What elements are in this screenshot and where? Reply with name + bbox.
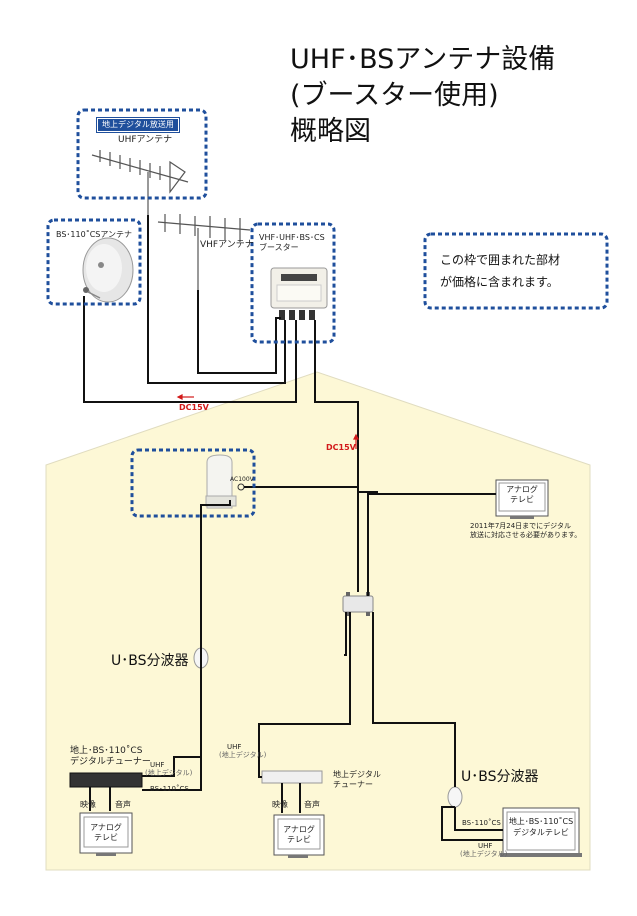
tv-left-label-1: アナログ xyxy=(90,823,122,832)
tv-top-right-label-1: アナログ xyxy=(506,485,538,494)
video-mid-label: 映像 xyxy=(272,800,288,809)
tv-left-label-2: テレビ xyxy=(94,833,118,842)
splitter-left-label: U･BS分波器 xyxy=(111,653,189,669)
digital-broadcast-tag: 地上デジタル放送用 xyxy=(96,117,180,133)
note-line-1: この枠で囲まれた部材 xyxy=(440,253,561,267)
title-line-3: 概略図 xyxy=(290,116,371,147)
ac100v-label: AC100V xyxy=(230,476,254,483)
note-line-2: が価格に含まれます。 xyxy=(440,275,559,289)
tv-top-right-label-2: テレビ xyxy=(510,495,534,504)
audio-mid-label: 音声 xyxy=(304,800,320,809)
uhf-right-label: UHF xyxy=(478,842,493,850)
tuner-mid-label-1: 地上デジタル xyxy=(333,770,381,779)
tv-mid-icon xyxy=(273,814,325,858)
separator-right-icon xyxy=(447,786,463,808)
tv-right-label-2: デジタルテレビ xyxy=(513,828,569,837)
uhf-antenna-icon xyxy=(91,150,189,215)
bs-antenna-label: BS･110˚CSアンテナ xyxy=(56,230,133,239)
dc15v-label-outside: DC15V xyxy=(179,403,209,412)
tuner-left-icon xyxy=(69,772,143,788)
booster-icon xyxy=(270,267,328,320)
audio-left-label: 音声 xyxy=(115,800,131,809)
vhf-antenna-label: VHFアンテナ xyxy=(200,240,254,250)
uhf-left-sub-label: (地上デジタル) xyxy=(145,769,193,777)
tv-mid-label-2: テレビ xyxy=(287,835,311,844)
video-left-label: 映像 xyxy=(80,800,96,809)
uhf-right-sub-label: (地上デジタル) xyxy=(460,850,508,858)
booster-label-line-1: VHF･UHF･BS･CS xyxy=(259,233,325,242)
cables xyxy=(83,215,503,841)
title-line-2: (ブースター使用) xyxy=(290,80,499,111)
tuner-left-label-1: 地上･BS･110˚CS xyxy=(70,746,143,756)
tv-top-right-icon xyxy=(495,479,549,519)
tv-left-icon xyxy=(79,812,133,856)
bscs-left-label: BS･110˚CS xyxy=(150,785,189,793)
title-line-1: UHF･BSアンテナ設備 xyxy=(290,44,556,75)
bs-dish-icon xyxy=(82,237,134,303)
tuner-left-label-2: デジタルチューナー xyxy=(70,757,151,767)
bscs-right-label: BS･110˚CS xyxy=(462,819,501,827)
tv-mid-label-1: アナログ xyxy=(283,825,315,834)
tuner-mid-icon xyxy=(261,770,323,784)
analog-note-line-1: 2011年7月24日までにデジタル xyxy=(470,522,572,530)
uhf-left-label: UHF xyxy=(150,761,165,769)
house-outline xyxy=(45,371,591,871)
uhf-antenna-label: UHFアンテナ xyxy=(118,135,173,145)
booster-label-line-2: ブースター xyxy=(259,243,299,252)
tv-right-icon xyxy=(500,807,582,857)
uhf-mid-label: UHF xyxy=(227,743,242,751)
dc15v-arrows xyxy=(176,394,359,449)
uhf-mid-sub-label: (地上デジタル) xyxy=(219,751,267,759)
analog-note-line-2: 放送に対応させる必要があります。 xyxy=(470,531,582,539)
vhf-antenna-icon xyxy=(157,214,251,290)
tuner-mid-label-2: チューナー xyxy=(333,780,373,789)
dc15v-label-inside: DC15V xyxy=(326,443,356,452)
splitter-right-label: U･BS分波器 xyxy=(461,769,539,785)
power-supply-icon xyxy=(205,454,245,509)
included-parts-boxes xyxy=(46,108,609,518)
tv-right-label-1: 地上･BS･110˚CS xyxy=(508,817,574,826)
